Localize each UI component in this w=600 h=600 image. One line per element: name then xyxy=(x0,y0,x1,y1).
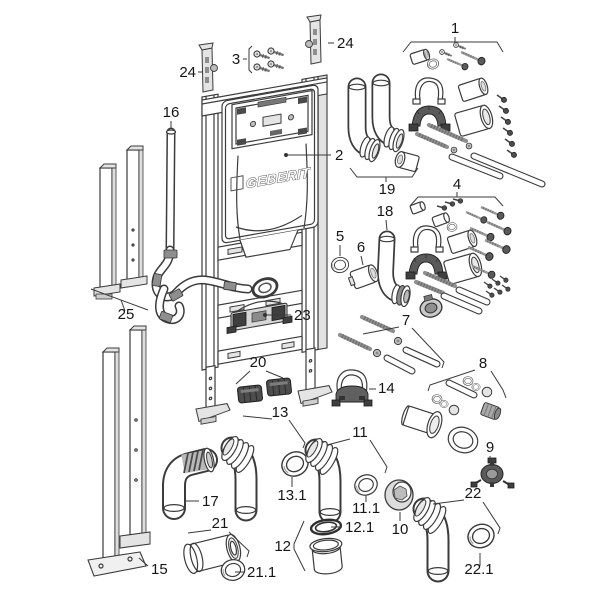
callout-18: 18 xyxy=(377,203,394,220)
logo-box xyxy=(230,175,244,192)
sleeve-12 xyxy=(309,537,343,575)
callout-11-1: 11.1 xyxy=(352,500,380,517)
seal-ring-5 xyxy=(329,255,351,275)
callout-21: 21 xyxy=(212,515,229,532)
callout-24-right: 24 xyxy=(337,35,354,52)
callout-8: 8 xyxy=(479,355,487,372)
callout-labels: 1 2 3 4 5 6 7 8 9 10 11 11.1 12 12.1 13 … xyxy=(118,20,495,581)
support-bracket-23 xyxy=(226,300,293,335)
callout-19: 19 xyxy=(379,181,396,198)
pipe-clamp-14 xyxy=(331,369,373,407)
frame-foot-left xyxy=(195,403,231,423)
callout-13-1: 13.1 xyxy=(277,487,306,504)
parts-group-4 xyxy=(405,196,514,318)
callout-12-1: 12.1 xyxy=(345,519,374,536)
outlet-bend-22 xyxy=(411,495,449,574)
callout-6: 6 xyxy=(357,239,365,256)
callout-21-1: 21.1 xyxy=(247,564,276,581)
callout-leaders xyxy=(90,37,507,573)
callout-15: 15 xyxy=(151,561,168,578)
wall-bracket-left xyxy=(198,42,218,93)
callout-13: 13 xyxy=(272,404,289,421)
cistern: GEBERIT xyxy=(221,84,319,299)
mounting-frame: GEBERIT xyxy=(195,74,333,425)
connector-6 xyxy=(347,264,379,290)
seal-22-1 xyxy=(463,519,499,553)
seal-11-1 xyxy=(351,470,381,500)
callout-3: 3 xyxy=(232,51,240,68)
anchor-bracket-9 xyxy=(470,457,515,489)
gasket-12-1 xyxy=(309,518,343,536)
flush-bend-18 xyxy=(376,230,411,308)
callout-17: 17 xyxy=(202,493,219,510)
fill-hose-16 xyxy=(151,127,253,325)
fixing-clips-20 xyxy=(236,377,293,404)
callout-5: 5 xyxy=(336,228,344,245)
callout-2: 2 xyxy=(335,147,343,164)
callout-11: 11 xyxy=(352,424,368,441)
sleeve-21 xyxy=(183,533,242,575)
wc-bend-13 xyxy=(219,434,257,513)
frame-foot-right xyxy=(297,385,333,405)
rod-set-7 xyxy=(337,314,441,375)
parts-group-1 xyxy=(408,40,546,188)
access-window xyxy=(231,89,313,150)
support-posts-15 xyxy=(87,325,151,577)
callout-4: 4 xyxy=(453,176,461,193)
callout-25: 25 xyxy=(118,306,135,323)
callout-20: 20 xyxy=(250,354,267,371)
callout-10: 10 xyxy=(392,521,409,538)
grommet-10 xyxy=(384,479,414,511)
wc-bend-11 xyxy=(303,436,341,515)
flush-bend-set-19 xyxy=(347,73,420,173)
callout-16: 16 xyxy=(163,104,180,121)
callout-23: 23 xyxy=(294,307,311,324)
callout-7: 7 xyxy=(402,312,410,329)
callout-12: 12 xyxy=(274,538,291,555)
callout-24-left: 24 xyxy=(179,64,196,81)
elbow-17 xyxy=(162,447,218,520)
callout-14: 14 xyxy=(378,380,395,397)
callout-22-1: 22.1 xyxy=(464,561,493,578)
callout-1: 1 xyxy=(451,20,459,37)
screw-set-3 xyxy=(252,46,286,76)
callout-9: 9 xyxy=(486,439,494,456)
extension-rails-25 xyxy=(93,145,148,300)
wall-bracket-right xyxy=(305,14,322,65)
callout-22: 22 xyxy=(465,485,482,502)
pipe-connector xyxy=(394,151,420,173)
parts-group-8 xyxy=(401,376,502,454)
